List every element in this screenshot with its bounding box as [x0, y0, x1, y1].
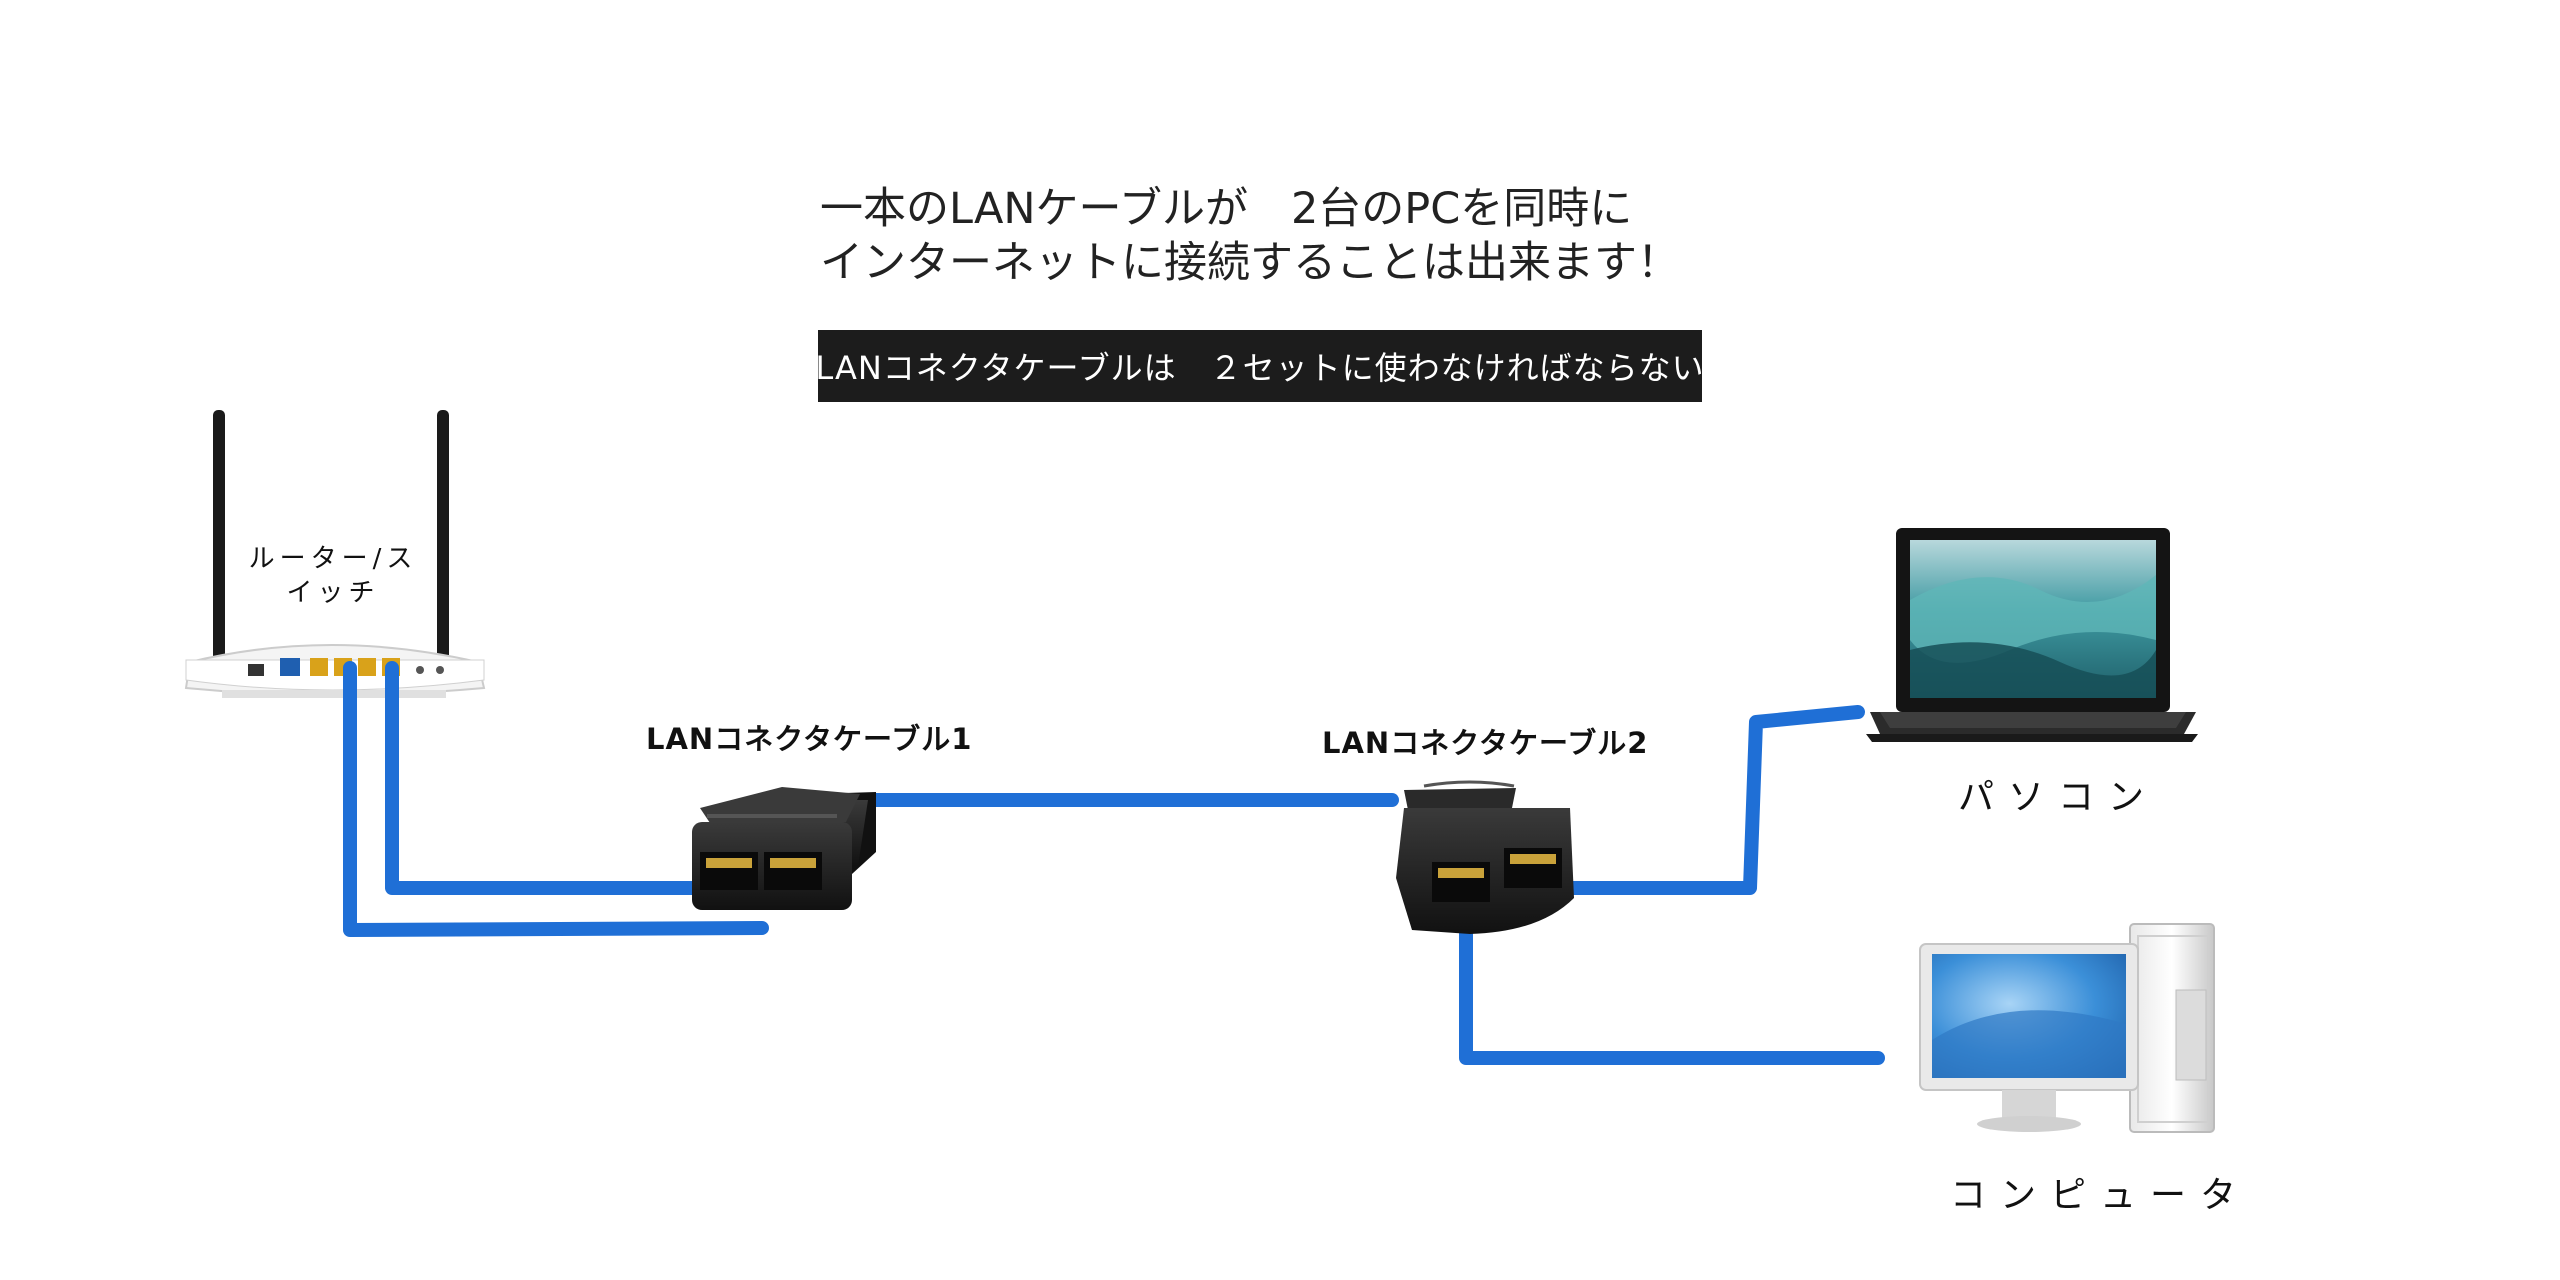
notice-banner: LANコネクタケーブルは ２セットに使わなければならない: [815, 330, 1704, 402]
laptop-icon: [1866, 528, 2198, 742]
cable-router-to-splitter1-b: [343, 661, 769, 937]
headline-line-2: インターネットに接続することは出来ます！: [820, 238, 1680, 288]
cable-splitter2-to-laptop: [1545, 705, 1865, 895]
router-icon: [184, 410, 486, 698]
connector-2-label: LANコネクタケーブル2: [1322, 726, 1649, 760]
lan-cables: [343, 661, 1885, 1065]
router-label: ルーター/スイッチ: [248, 544, 418, 608]
connector-1-label: LANコネクタケーブル1: [646, 722, 973, 756]
headline-line-1: 一本のLANケーブルが 2台のPCを同時に: [820, 184, 1633, 234]
desktop-computer-icon: [1919, 923, 2215, 1133]
cable-router-to-splitter1-a: [385, 661, 719, 895]
desktop-label: コンピュータ: [1950, 1175, 2251, 1216]
headline: 一本のLANケーブルが 2台のPCを同時に インターネットに接続することは出来ま…: [820, 182, 1680, 290]
splitter-2: [1396, 780, 1574, 934]
laptop-label: パソコン: [1958, 777, 2159, 818]
splitter-1: [692, 787, 876, 910]
cable-splitter2-to-desktop: [1459, 923, 1885, 1065]
